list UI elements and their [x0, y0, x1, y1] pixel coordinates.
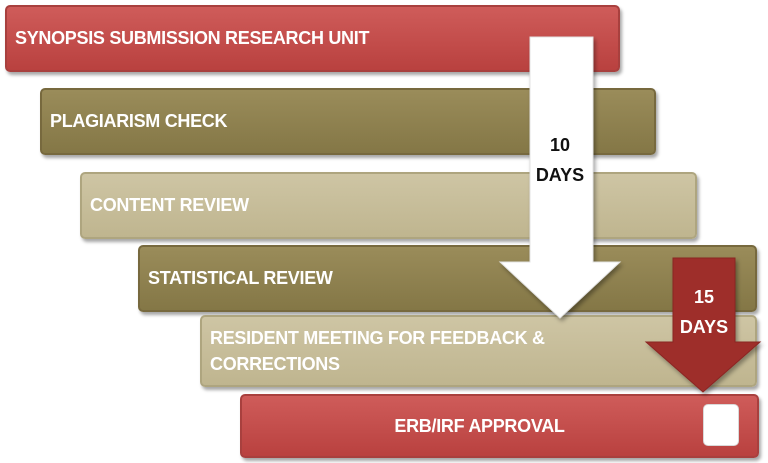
- step-synopsis-submission: SYNOPSIS SUBMISSION RESEARCH UNIT: [5, 5, 620, 72]
- fifteen-days-label: 15 DAYS: [679, 287, 729, 337]
- fifteen-days-arrow: [644, 257, 762, 393]
- ten-days-label: 10 DAYS: [535, 135, 585, 185]
- white-square: [703, 404, 739, 446]
- ten-days-arrow: [498, 36, 622, 319]
- step-statistical-review: STATISTICAL REVIEW: [138, 245, 757, 312]
- step-content-review: CONTENT REVIEW: [80, 172, 697, 239]
- step-erb-irf-approval: ERB/IRF APPROVAL: [240, 394, 759, 458]
